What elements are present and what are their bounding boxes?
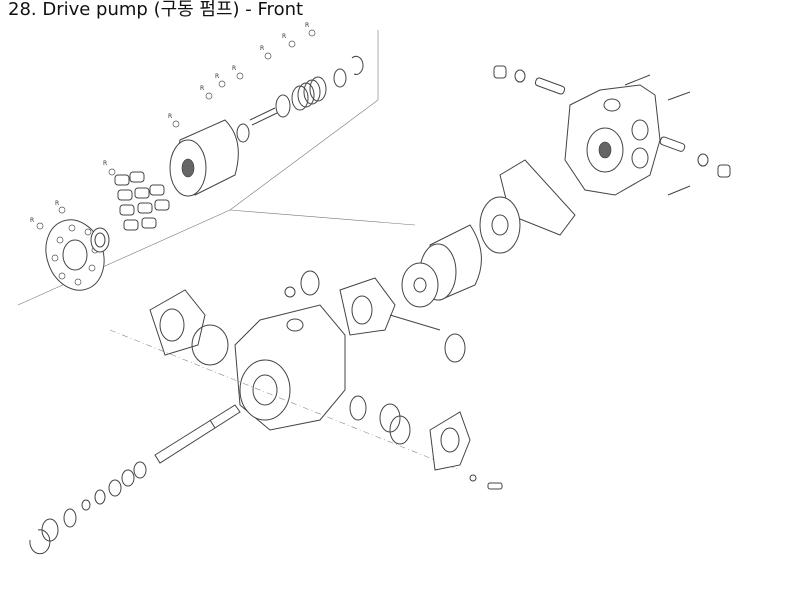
callout-prefix: R [200, 85, 204, 92]
drive-shaft [29, 404, 241, 555]
front-cover [349, 395, 503, 490]
pump-housing [109, 289, 461, 471]
callout-prefix: R [103, 160, 107, 167]
callout-prefix: R [232, 65, 236, 72]
swash-plate [284, 270, 466, 363]
rotating-group-inset [45, 55, 364, 291]
callout-prefix: R [30, 217, 34, 224]
callout-group: R R R R R R R R R R [30, 22, 316, 230]
callout-prefix: R [305, 22, 309, 29]
rear-cover [493, 65, 731, 236]
callout-prefix: R [55, 200, 59, 207]
inset-frame [17, 30, 416, 306]
callout-prefix: R [260, 45, 264, 52]
page-title: 28. Drive pump (구동 펌프) - Front [8, 0, 304, 20]
callout-prefix: R [215, 73, 219, 80]
callout-prefix: R [282, 33, 286, 40]
callout-prefix: R [168, 113, 172, 120]
cylinder-block [401, 196, 521, 308]
